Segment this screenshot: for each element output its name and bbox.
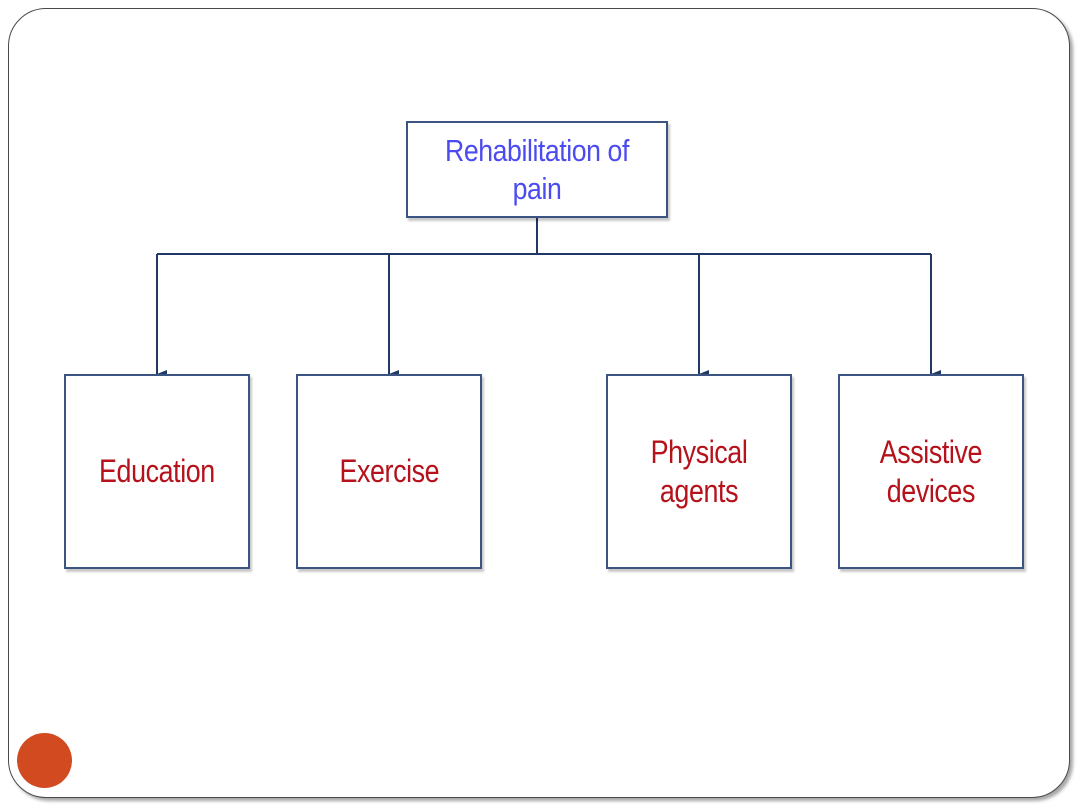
- root-label: Rehabilitation of pain: [445, 133, 629, 206]
- assistive-devices-box: Assistive devices: [838, 374, 1024, 569]
- physical-agents-box: Physical agents: [606, 374, 792, 569]
- education-label: Education: [99, 453, 215, 490]
- education-box: Education: [64, 374, 250, 569]
- exercise-label: Exercise: [339, 453, 439, 490]
- exercise-box: Exercise: [296, 374, 482, 569]
- assistive-devices-label: Assistive devices: [879, 434, 983, 509]
- root-box: Rehabilitation of pain: [406, 121, 668, 218]
- physical-agents-label: Physical agents: [650, 434, 748, 509]
- slide-bullet-dot: [17, 733, 72, 788]
